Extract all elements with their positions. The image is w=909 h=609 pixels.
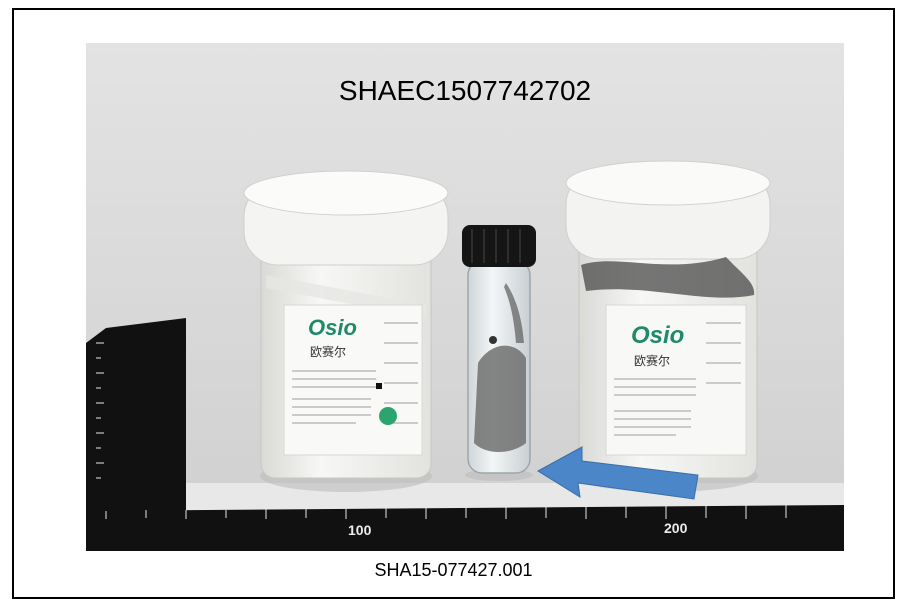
right-jar-label-lines (614, 322, 741, 436)
pointer-arrow-icon (537, 446, 699, 500)
left-jar-label-lines (292, 322, 418, 424)
right-jar: Osio 欧赛尔 (565, 160, 771, 492)
grease-smear (581, 257, 755, 298)
right-jar-brand: Osio (631, 322, 684, 349)
left-jar-brand: Osio (308, 315, 357, 340)
left-jar: Osio 欧赛尔 (243, 170, 449, 492)
ruler-mark-200: 200 (664, 520, 688, 536)
left-jar-logo-icon (379, 407, 397, 425)
left-jar-brand-cn: 欧赛尔 (310, 344, 346, 359)
sample-photo: Osio 欧赛尔 (86, 43, 844, 551)
vertical-ruler (86, 318, 186, 521)
grease-sample (474, 345, 526, 452)
report-number: SHA15-077427.001 (374, 560, 533, 580)
vial-cap (462, 225, 536, 267)
report-frame: Osio 欧赛尔 (12, 8, 895, 599)
horizontal-ruler: 100 200 (86, 505, 844, 551)
ruler-mark-100: 100 (348, 522, 372, 538)
sample-vial (462, 225, 536, 481)
photo-illustration: Osio 欧赛尔 (86, 43, 844, 551)
right-jar-brand-cn: 欧赛尔 (634, 353, 670, 368)
sample-id-label: SHAEC1507742702 (338, 75, 592, 106)
